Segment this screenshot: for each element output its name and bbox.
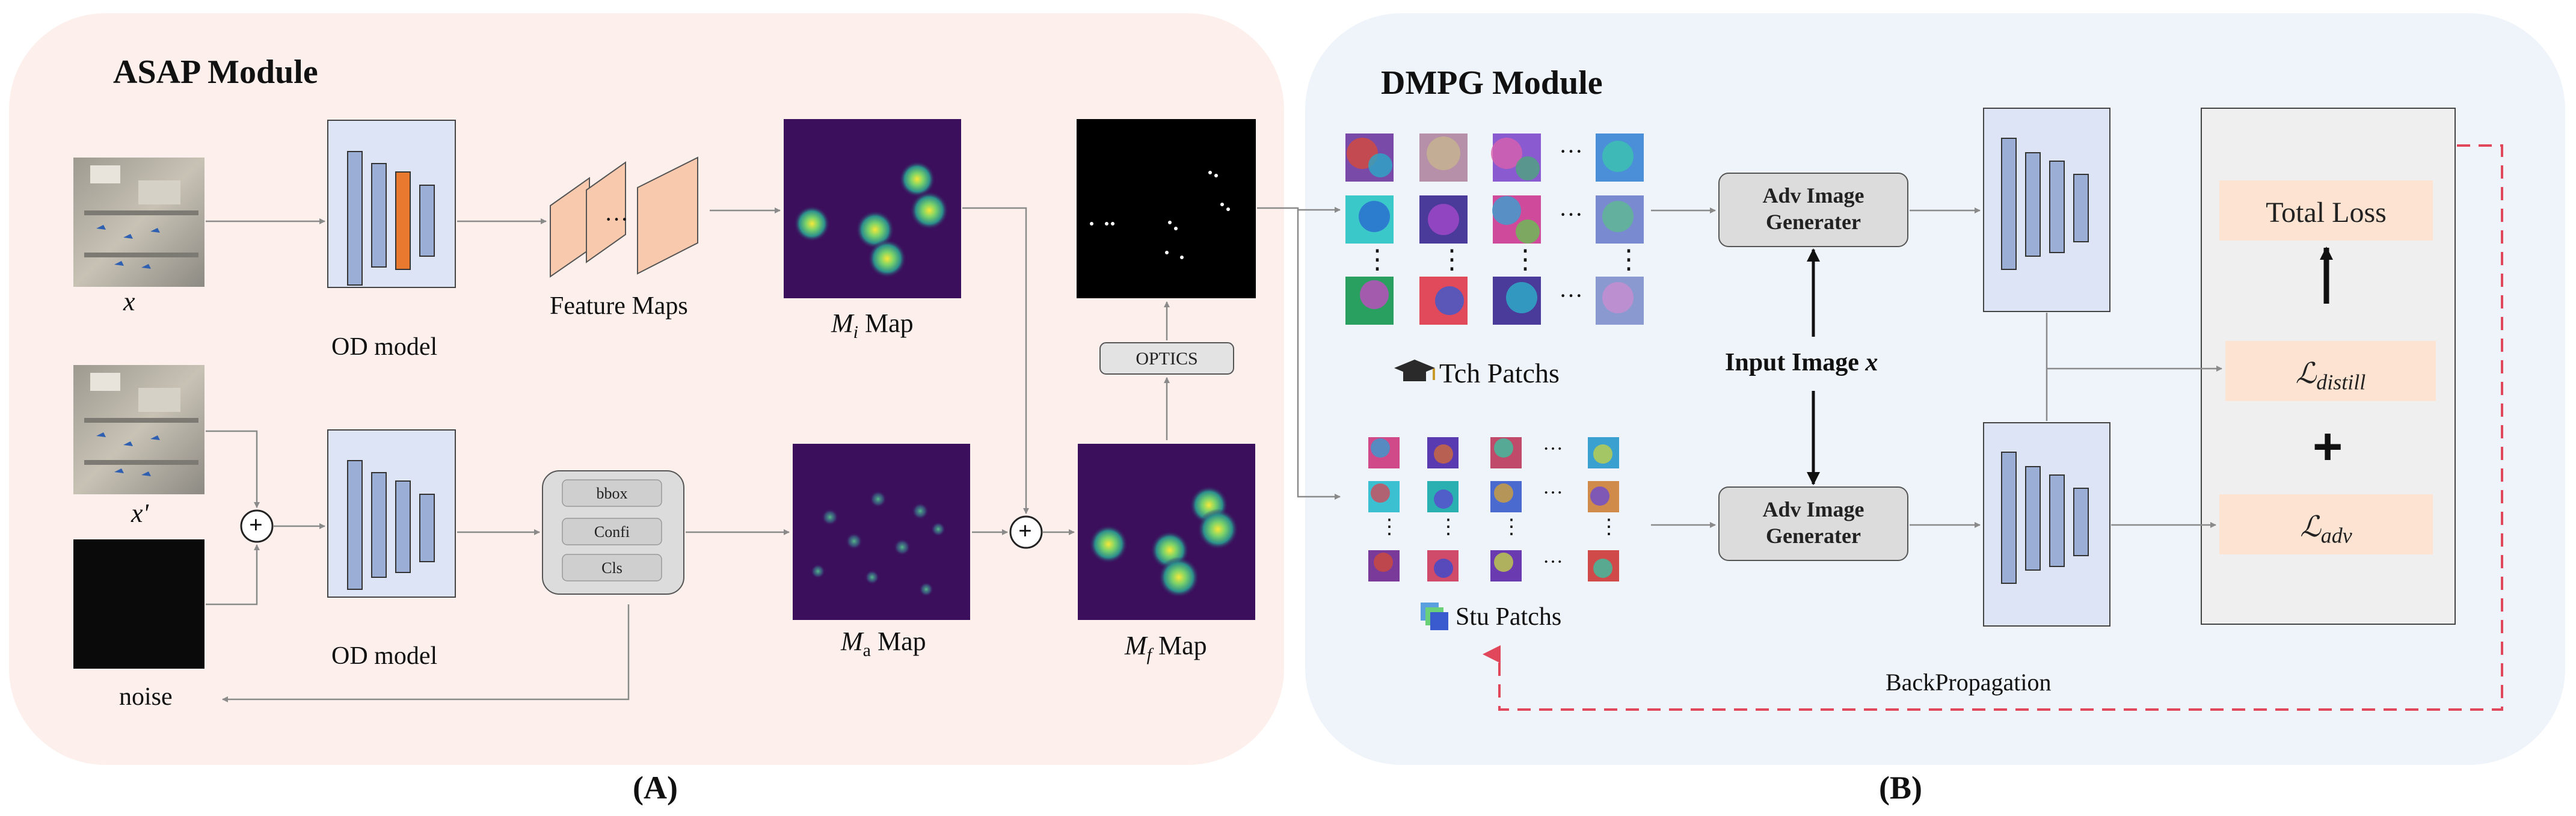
adv-loss-chip	[2219, 494, 2433, 554]
teacher-ellipsis-row2: ···	[1559, 201, 1583, 228]
plus-symbol-noise: +	[249, 511, 263, 538]
feature-maps-dots: ···	[604, 206, 629, 233]
student-vdots-3: ⋮	[1501, 516, 1522, 538]
teacher-ellipsis-row4: ···	[1559, 282, 1583, 309]
ma-map-label: Ma Map	[841, 627, 926, 660]
optics-point-map	[1077, 119, 1256, 298]
plus-symbol-fusion: +	[1018, 517, 1032, 544]
plus-circle-fusion	[1009, 515, 1043, 549]
od-model-bottom-label: OD model	[331, 642, 438, 670]
student-patches	[1368, 437, 1619, 581]
noise-image	[73, 539, 204, 669]
dmpg-module-title: DMPG Module	[1381, 64, 1603, 102]
mf-heatmap	[1078, 444, 1255, 620]
feature-maps-label: Feature Maps	[550, 292, 688, 320]
teacher-vdots-1: ⋮	[1364, 245, 1391, 274]
mi-heatmap	[784, 119, 961, 298]
dmpg-connectors	[1257, 207, 2222, 528]
teacher-ellipsis-row1: ···	[1559, 138, 1583, 165]
total-loss-chip	[2219, 180, 2433, 241]
od-model-bottom	[327, 429, 456, 598]
detection-output-box	[542, 470, 684, 595]
graduation-cap-icon	[1394, 360, 1435, 381]
optics-label: OPTICS	[1136, 349, 1198, 369]
od-model-top	[327, 120, 456, 288]
x-label: x	[123, 287, 135, 316]
ma-heatmap	[793, 444, 970, 620]
adv-generator-bottom-box	[1718, 486, 1908, 561]
backprop-label: BackPropagation	[1886, 669, 2052, 696]
feature-maps	[550, 156, 698, 278]
adv-loss-label: ℒadv	[2300, 511, 2352, 548]
student-ellipsis-row1: ···	[1543, 438, 1563, 460]
det-output-cls: Cls	[601, 559, 622, 577]
dmpg-panel-tag: (B)	[1879, 770, 1922, 806]
mi-map-label: Mi Map	[831, 308, 914, 342]
teacher-vdots-3: ⋮	[1512, 245, 1539, 274]
student-vdots-2: ⋮	[1438, 516, 1459, 538]
student-vdots-1: ⋮	[1379, 516, 1400, 538]
distill-loss-chip	[2225, 341, 2436, 401]
student-patches-label: Stu Patchs	[1456, 603, 1562, 631]
adv-generator-top-box	[1718, 173, 1908, 247]
input-image-label: Input Image x	[1725, 349, 1878, 376]
asap-panel-tag: (A)	[633, 770, 678, 806]
student-model	[1983, 422, 2110, 627]
total-loss-label: Total Loss	[2266, 197, 2387, 229]
input-image-x-prime	[73, 365, 204, 494]
det-output-bbox: bbox	[596, 485, 628, 502]
student-ellipsis-row2: ···	[1543, 482, 1563, 504]
backprop-path	[1483, 144, 2503, 711]
teacher-vdots-2: ⋮	[1439, 245, 1465, 274]
noise-label: noise	[119, 683, 173, 711]
loss-plus-symbol: +	[2313, 418, 2343, 476]
det-output-confi: Confi	[594, 523, 630, 541]
od-model-top-label: OD model	[331, 333, 438, 361]
teacher-vdots-4: ⋮	[1615, 245, 1642, 274]
optics-box	[1099, 342, 1234, 375]
teacher-patches	[1345, 133, 1644, 325]
teacher-model	[1983, 108, 2110, 312]
input-image-x	[73, 158, 204, 287]
distill-loss-label: ℒdistill	[2295, 358, 2366, 394]
student-vdots-4: ⋮	[1599, 516, 1619, 538]
x-prime-label: x'	[131, 498, 149, 528]
stacked-layers-icon	[1421, 603, 1448, 630]
teacher-patches-label: Tch Patchs	[1439, 358, 1560, 388]
plus-circle-noise	[240, 509, 274, 543]
asap-connectors	[206, 207, 1170, 702]
student-ellipsis-row4: ···	[1543, 551, 1563, 573]
mf-map-label: Mf Map	[1125, 631, 1207, 664]
asap-module-title: ASAP Module	[113, 54, 318, 91]
